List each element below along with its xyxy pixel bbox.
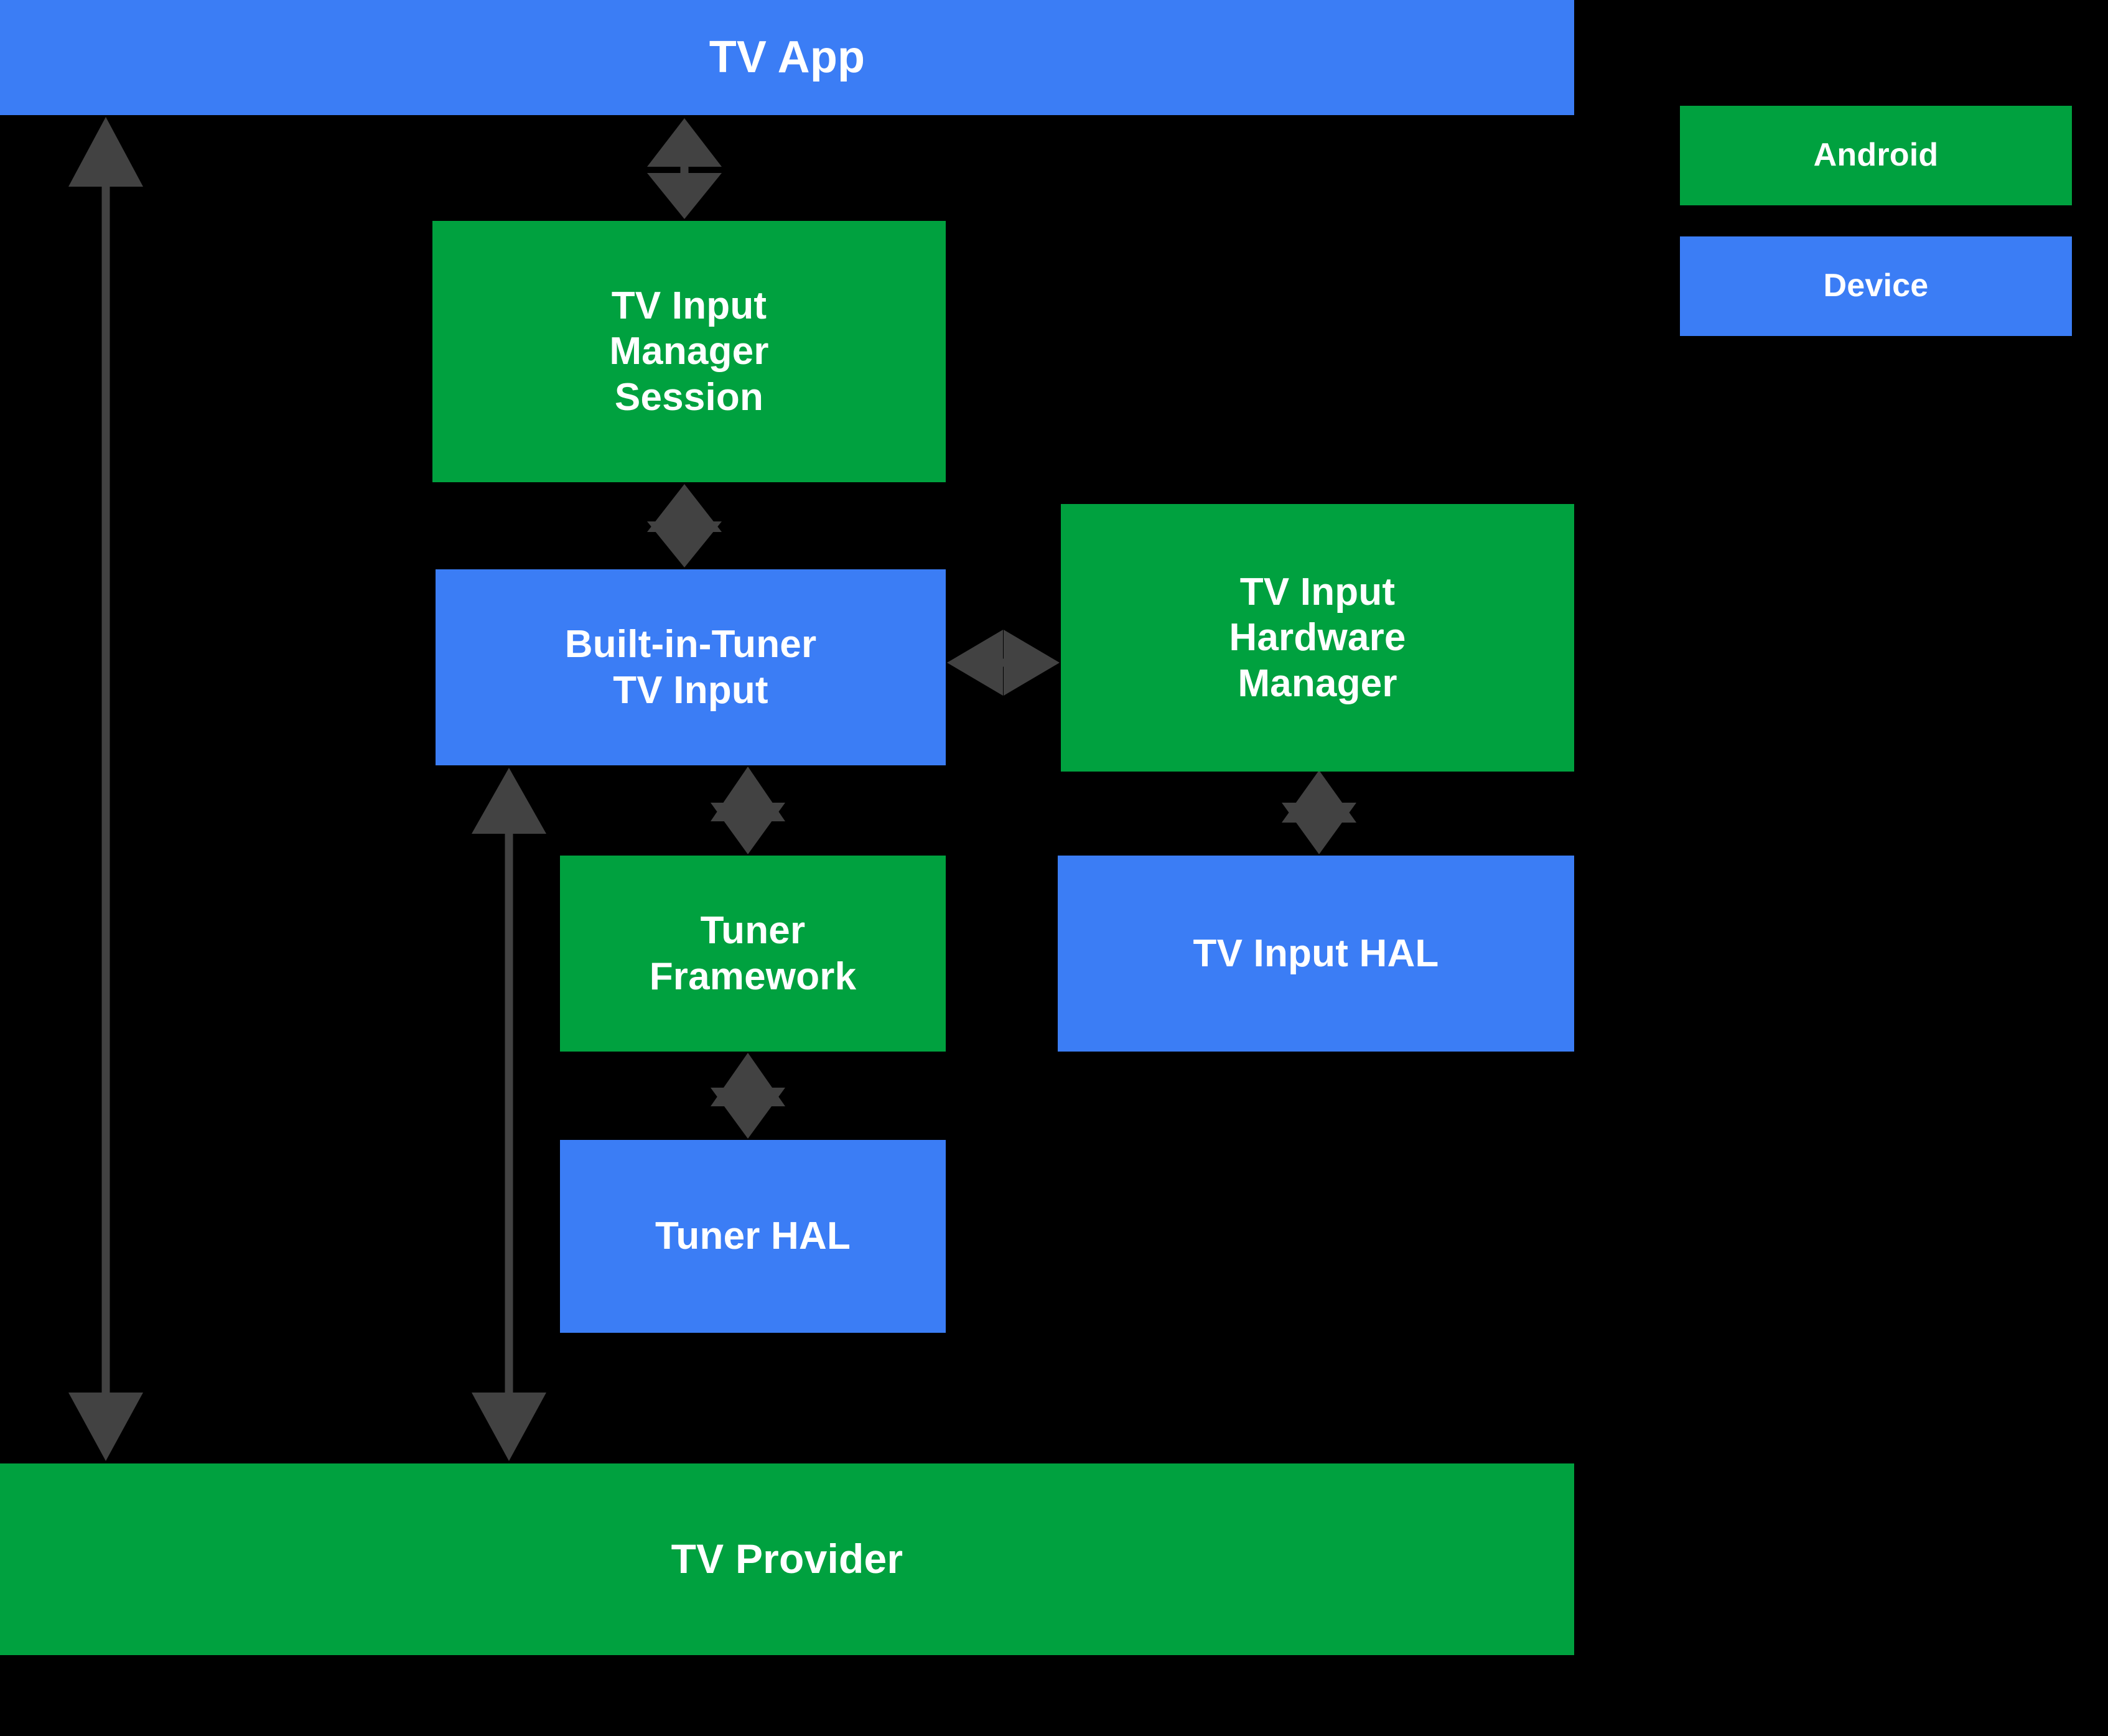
node-built-in-tuner-tv-input[interactable]: Built-in-Tuner TV Input (436, 569, 946, 765)
node-tv-provider-label: TV Provider (671, 1536, 903, 1582)
connector-tv-app-to-tv-provider (68, 117, 143, 1461)
legend-item-android: Android (1680, 106, 2072, 205)
node-tv-input-manager-session[interactable]: TV Input Manager Session (432, 221, 946, 482)
connector-built-in-tuner-to-tuner-framework (711, 767, 785, 854)
legend-item-android-label: Android (1813, 137, 1939, 174)
connector-tv-app-to-tv-input-manager-session (647, 118, 722, 219)
node-tuner-hal[interactable]: Tuner HAL (560, 1140, 946, 1333)
legend-item-device-label: Device (1823, 268, 1929, 304)
node-tv-provider[interactable]: TV Provider (0, 1463, 1574, 1655)
connector-tv-input-hardware-manager-to-tv-input-hal (1282, 770, 1356, 854)
node-tv-input-hardware-manager-label: TV Input Hardware Manager (1229, 571, 1406, 705)
connector-built-in-tuner-to-tv-input-hardware-manager (947, 630, 1060, 696)
node-tv-input-manager-session-label: TV Input Manager Session (609, 284, 769, 419)
node-tv-app-label: TV App (709, 32, 865, 83)
node-built-in-tuner-tv-input-label: Built-in-Tuner TV Input (564, 623, 817, 712)
node-tv-input-hardware-manager[interactable]: TV Input Hardware Manager (1061, 504, 1574, 772)
node-tv-input-hal-label: TV Input HAL (1193, 931, 1439, 975)
connector-tuner-framework-to-tuner-hal (711, 1053, 785, 1139)
node-tuner-framework-label: Tuner Framework (649, 909, 857, 998)
connector-built-in-tuner-to-tv-provider (472, 768, 546, 1461)
legend-item-device: Device (1680, 236, 2072, 336)
connector-tv-input-manager-session-to-built-in-tuner (647, 484, 722, 567)
node-tuner-hal-label: Tuner HAL (655, 1215, 851, 1258)
node-tuner-framework[interactable]: Tuner Framework (560, 856, 946, 1052)
node-tv-input-hal[interactable]: TV Input HAL (1058, 856, 1574, 1052)
node-tv-app[interactable]: TV App (0, 0, 1574, 115)
